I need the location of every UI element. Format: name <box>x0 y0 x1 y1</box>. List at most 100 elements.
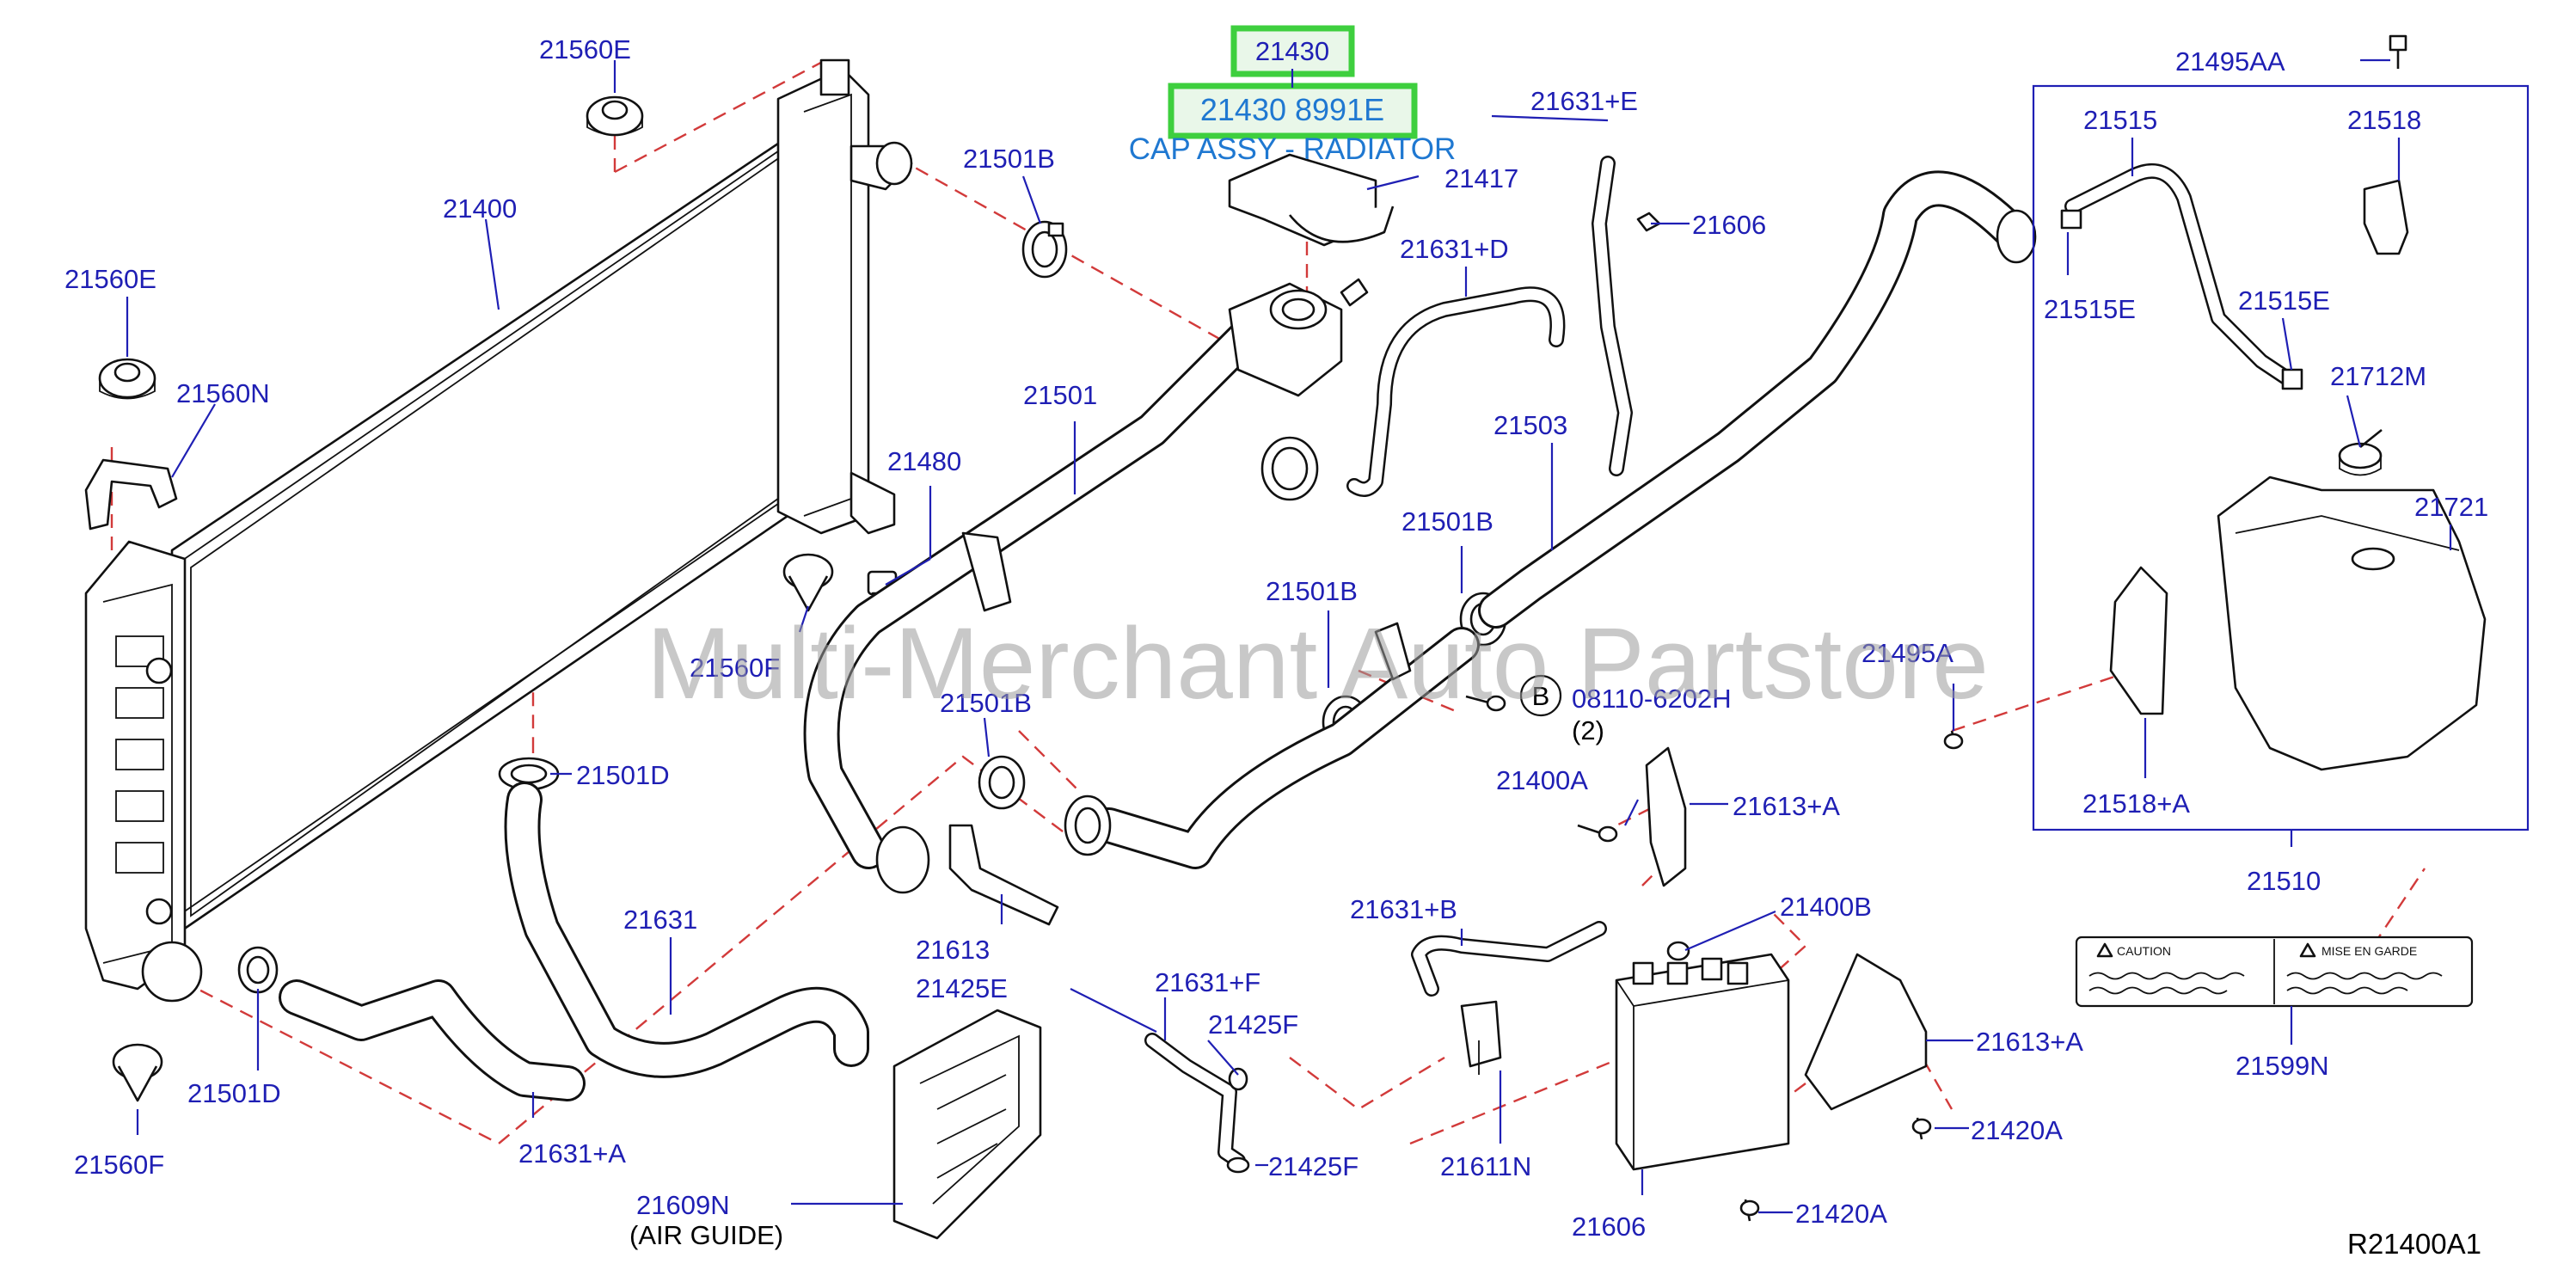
part-label[interactable]: 21400 <box>443 193 517 224</box>
part-label[interactable]: 21480 <box>887 446 961 476</box>
lower-hose-21503 <box>1074 170 2037 869</box>
clip-21606-top <box>1636 212 1661 232</box>
bolt-21495AA <box>2389 34 2407 69</box>
clamp-21501B-b <box>1260 436 1319 501</box>
bracket-21613-plus-a-lower <box>1804 953 1928 1111</box>
air-guide-note: (AIR GUIDE) <box>629 1220 783 1250</box>
highlight-part-number[interactable]: 21430 8991E <box>1200 92 1384 127</box>
bracket-21560N <box>84 458 178 531</box>
hose-21515 <box>2064 163 2295 386</box>
bolt-21420A-a <box>1911 1117 1932 1140</box>
part-label[interactable]: 21515 <box>2083 105 2157 135</box>
part-label[interactable]: 21518 <box>2347 105 2421 135</box>
part-label[interactable]: 21631+F <box>1155 967 1260 997</box>
part-label[interactable]: 21560N <box>176 378 270 408</box>
hose-21631-plus-e <box>1592 156 1633 476</box>
bolt-08110-6202H <box>1465 695 1506 712</box>
part-label[interactable]: 21425E <box>916 973 1008 1003</box>
part-label[interactable]: 21425F <box>1268 1151 1359 1181</box>
mount-21560F-bottom <box>112 1043 163 1102</box>
caution-label-21599N: CAUTION MISE EN GARDE <box>2075 936 2474 1008</box>
part-label[interactable]: 21560E <box>64 264 156 294</box>
highlighted-part-callout: 21430 21430 8991E CAP ASSY - RADIATOR <box>1129 25 1457 166</box>
part-label[interactable]: 21420A <box>1795 1199 1887 1229</box>
bracket-21613-plus-a-upper <box>1645 746 1687 887</box>
part-label[interactable]: 21400B <box>1780 892 1872 922</box>
part-label[interactable]: 21420A <box>1971 1115 2063 1145</box>
part-label[interactable]: 21560F <box>74 1150 164 1180</box>
clamp-21501B-a <box>1021 220 1068 279</box>
part-label[interactable]: 21501B <box>940 688 1032 718</box>
part-label[interactable]: 21712M <box>2330 361 2426 391</box>
part-label[interactable]: 21631 <box>623 905 697 935</box>
part-label[interactable]: 21631+D <box>1400 234 1509 264</box>
part-label[interactable]: 21501B <box>963 144 1055 174</box>
part-label[interactable]: 21515E <box>2238 285 2330 316</box>
part-label[interactable]: 21613+A <box>1733 791 1840 821</box>
caution-heading-en: CAUTION <box>2117 944 2171 958</box>
part-label[interactable]: 21417 <box>1444 163 1518 193</box>
part-label[interactable]: 08110-6202H <box>1572 684 1732 714</box>
part-label[interactable]: 21631+E <box>1530 86 1638 116</box>
part-labels: 21560E 21400 21560E 21560N 21480 21560F … <box>64 34 2488 1242</box>
clips-21425F <box>1226 1067 1250 1174</box>
part-label[interactable]: 21495A <box>1861 638 1953 668</box>
part-label[interactable]: 21518+A <box>2082 788 2190 819</box>
part-label[interactable]: 21495AA <box>2175 46 2285 77</box>
part-label[interactable]: 21611N <box>1440 1151 1531 1181</box>
hose-21631-plus-a <box>279 979 586 1101</box>
part-label[interactable]: 21510 <box>2247 866 2321 896</box>
part-label[interactable]: 21425F <box>1208 1009 1298 1040</box>
part-label[interactable]: 21721 <box>2414 492 2488 522</box>
part-label[interactable]: 21400A <box>1496 765 1588 795</box>
part-label[interactable]: 21501B <box>1401 506 1493 537</box>
part-label[interactable]: 21515E <box>2044 294 2136 324</box>
part-label[interactable]: 21501D <box>576 760 670 790</box>
leader-lines <box>126 58 2452 1214</box>
cap-bracket-21417 <box>1228 153 1395 247</box>
part-label[interactable]: 21631+A <box>518 1138 626 1169</box>
highlight-part-description: CAP ASSY - RADIATOR <box>1129 132 1457 166</box>
part-label[interactable]: 21613+A <box>1976 1027 2083 1057</box>
part-label[interactable]: 21631+B <box>1350 894 1457 924</box>
grommet-21560E-left <box>98 358 156 400</box>
part-label[interactable]: 21599N <box>2236 1051 2329 1081</box>
valve-21611N <box>1460 1000 1502 1075</box>
part-label[interactable]: 21503 <box>1493 410 1567 440</box>
highlight-box-part-number <box>1168 83 1418 139</box>
part-label[interactable]: 21560F <box>690 653 780 683</box>
part-label[interactable]: 21609N <box>636 1190 730 1220</box>
bracket-21518 <box>2363 179 2409 255</box>
bracket-21613 <box>948 824 1059 926</box>
bolt-quantity: (2) <box>1572 715 1604 745</box>
hose-21631 <box>504 782 869 1078</box>
grommet-21560E-top <box>586 95 644 137</box>
watermark: Multi-Merchant Auto Partstore <box>647 607 1989 721</box>
part-label[interactable]: 21560E <box>539 34 631 64</box>
upper-hose-21501 <box>803 278 1369 894</box>
part-label[interactable]: 21606 <box>1692 210 1766 240</box>
part-label[interactable]: 21501 <box>1023 380 1097 410</box>
bolt-callout-circle <box>1519 674 1562 717</box>
part-label[interactable]: 21606 <box>1572 1212 1646 1242</box>
part-label[interactable]: 21613 <box>916 935 990 965</box>
nut-21400B <box>1666 941 1690 961</box>
hose-21631-plus-b <box>1411 921 1607 997</box>
bolt-21495A <box>1943 730 1964 750</box>
bracket-21560F-center <box>1374 622 1412 681</box>
cap-21712M <box>2338 428 2383 476</box>
part-label[interactable]: 21501B <box>1266 576 1358 606</box>
clamp-21501B-f <box>1064 794 1112 856</box>
diagram-reference-code: R21400A1 <box>2347 1228 2481 1260</box>
radiator-core <box>84 58 913 1003</box>
hose-21631-plus-f <box>1144 1033 1246 1169</box>
highlight-part-label[interactable]: 21430 <box>1255 36 1329 66</box>
part-label[interactable]: 21501D <box>187 1078 281 1108</box>
reservoir-assembly-box-21510 <box>2032 84 2530 831</box>
bolt-callout: B (2) <box>1519 674 1604 745</box>
clamp-21501D-b <box>237 946 279 994</box>
clamp-21501B-e <box>978 755 1026 810</box>
bolt-21400A <box>1577 824 1618 843</box>
air-guide-21609N <box>892 1009 1042 1240</box>
